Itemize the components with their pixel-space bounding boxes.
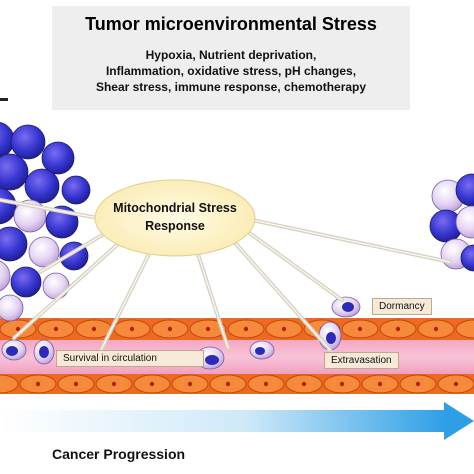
stressor-line-2: Inflammation, oxidative stress, pH chang… [105, 64, 357, 78]
cancer-progression-label: Cancer Progression [52, 446, 186, 462]
primary-tumor-cluster [0, 122, 91, 322]
header-title: Tumor microenvironmental Stress [85, 14, 377, 34]
center-title-line1: Mitochondrial Stress [113, 201, 237, 215]
stressor-line-1: Hypoxia, Nutrient deprivation, [145, 48, 317, 62]
center-title-line2: Response [145, 219, 205, 233]
cancer-progression-arrow [0, 402, 474, 440]
stressor-line-3: Shear stress, immune response, chemother… [95, 80, 367, 94]
dormancy-label: Dormancy [372, 298, 432, 315]
mitochondrial-stress-ellipse [94, 179, 256, 257]
extravasation-label: Extravasation [324, 352, 399, 369]
metastatic-tumor-cluster [429, 173, 474, 272]
tumor-stress-header: Tumor microenvironmental Stress Hypoxia,… [52, 6, 410, 110]
survival-label: Survival in circulation [56, 350, 204, 367]
left-edge-mark [0, 98, 8, 101]
